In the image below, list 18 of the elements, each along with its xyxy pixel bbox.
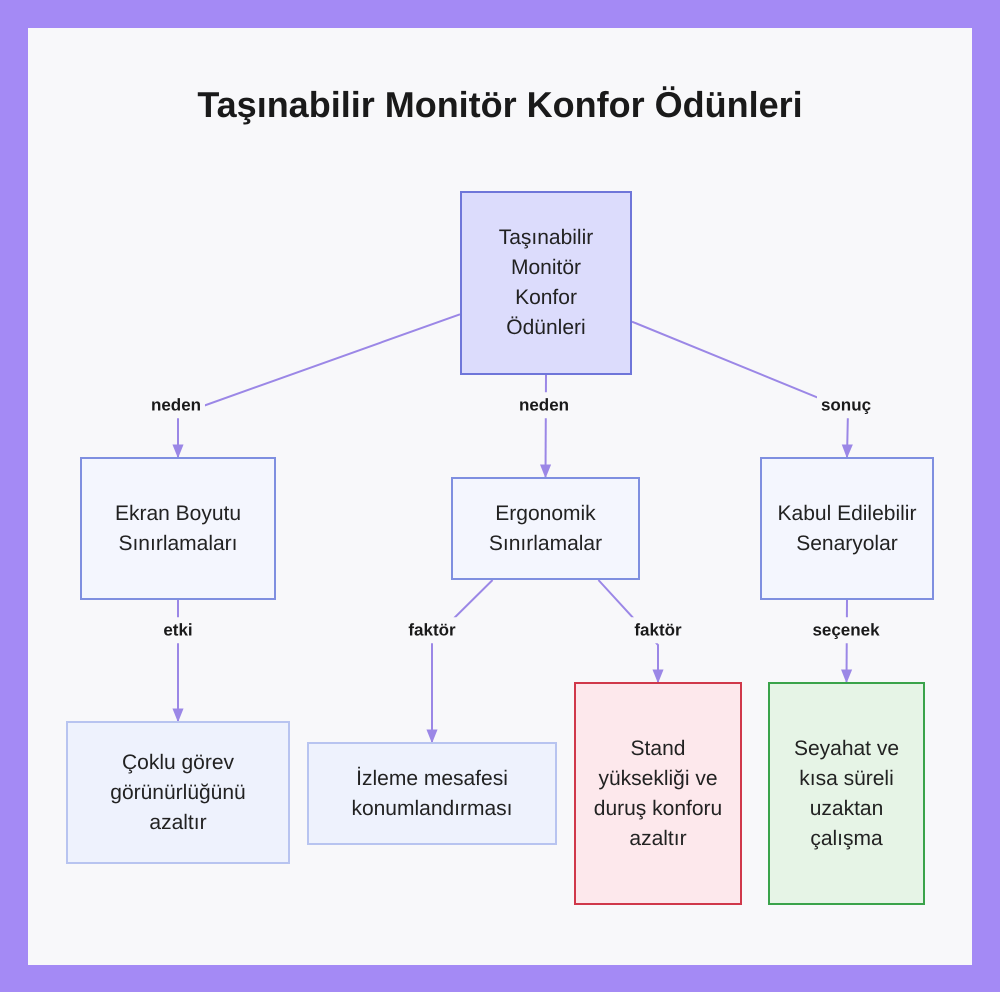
process-box <box>574 682 742 905</box>
node-label: Kabul Edilebilir Senaryolar <box>776 500 918 556</box>
process-box <box>451 477 640 580</box>
node-label: Ergonomik Sınırlamalar <box>488 500 604 556</box>
process-box <box>760 457 934 600</box>
process-box <box>768 682 925 905</box>
process-box <box>66 721 290 864</box>
node-label: Seyahat ve kısa süreli uzaktan çalışma <box>792 736 900 852</box>
process-box <box>80 457 276 600</box>
node-label: İzleme mesafesi konumlandırması <box>350 766 514 822</box>
node-label: Ekran Boyutu Sınırlamaları <box>114 500 242 556</box>
process-box <box>307 742 557 845</box>
node-label: Çoklu görev görünürlüğünü azaltır <box>109 750 247 836</box>
node-label: Taşınabilir Monitör Konfor Ödünleri <box>498 225 594 341</box>
node-label: Stand yüksekliği ve duruş konforu azaltır <box>593 736 723 852</box>
process-box <box>460 191 632 375</box>
arrow <box>172 313 460 458</box>
title: Taşınabilir Monitör Konfor Ödünleri <box>196 83 804 127</box>
